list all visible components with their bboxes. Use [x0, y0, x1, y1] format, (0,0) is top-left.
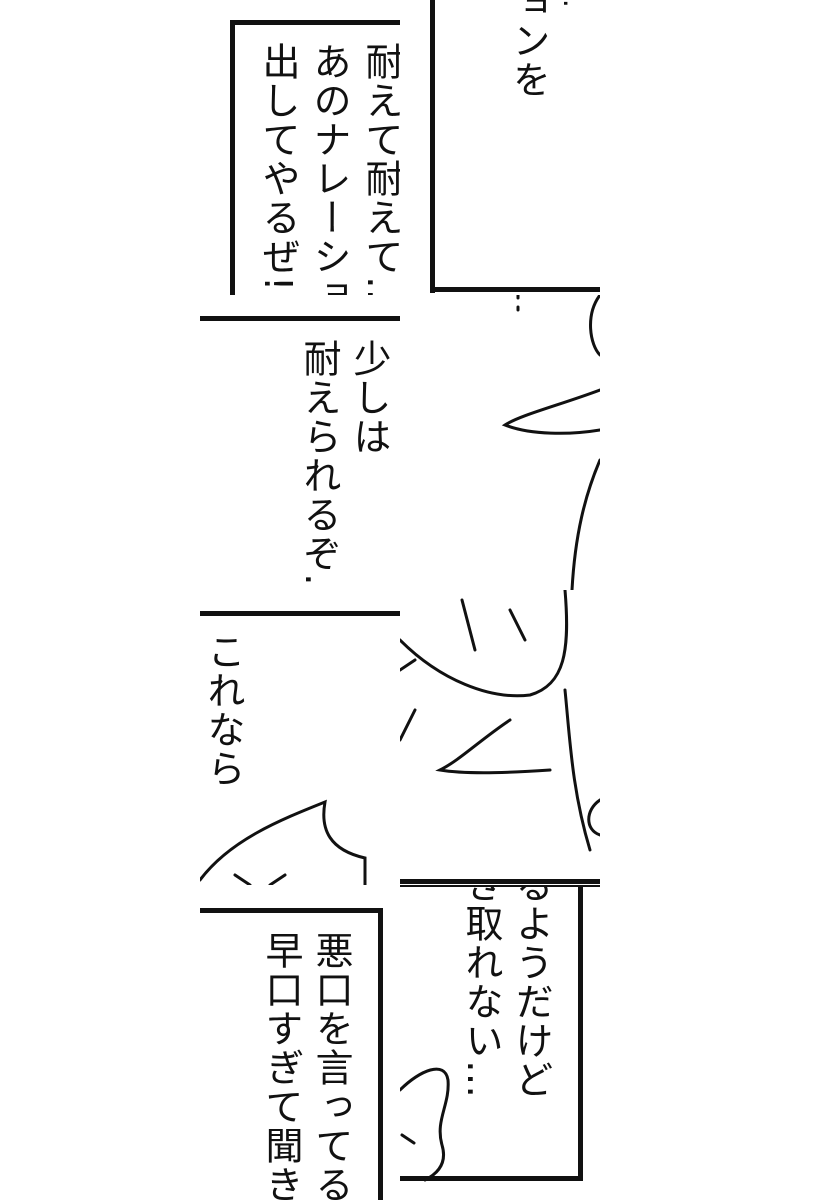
- narration-text: 耐えて耐えて…: [359, 42, 400, 295]
- panel-tile-r2-right: [400, 295, 600, 590]
- panel-border: [400, 885, 600, 887]
- panel-border: [200, 316, 400, 321]
- character-line-art: [501, 295, 600, 590]
- panel-tile-r3-right: [400, 590, 600, 885]
- character-line-art: [200, 799, 367, 885]
- panel-tile-r3-left: これなら: [200, 590, 400, 885]
- panel-border: [200, 611, 400, 616]
- character-line-art: [400, 1067, 450, 1182]
- narration-text: 耐えられるぞ…: [297, 339, 341, 590]
- narration-text: あのナレーショ: [307, 42, 351, 295]
- narration-text: 少しは: [347, 339, 391, 456]
- panel-border: [200, 908, 383, 913]
- narration-text: るようだけど: [509, 885, 553, 1099]
- panel-border: [400, 879, 600, 884]
- panel-border: [430, 0, 435, 293]
- narration-text: これなら: [201, 632, 245, 788]
- panel-tile-r2-left: 少しは 耐えられるぞ…: [200, 295, 400, 590]
- character-line-art: [400, 590, 600, 852]
- panel-border: [430, 287, 600, 292]
- panel-border: [232, 20, 400, 25]
- narration-text: ョンを: [506, 0, 550, 99]
- narration-text: 早口すぎて聞き: [259, 931, 303, 1200]
- narration-text: き取れない…: [459, 885, 503, 1099]
- panel-tile-r1-left: 耐えて耐えて… あのナレーショ 出してやるぜ!: [200, 0, 400, 295]
- panel-border: [578, 885, 583, 1181]
- narration-text: 出してやるぜ!: [256, 42, 300, 293]
- panel-border: [400, 1176, 583, 1181]
- panel-tile-r4-left: 悪口を言ってる 早口すぎて聞き: [200, 885, 400, 1200]
- narration-text: 悪口を言ってる: [309, 931, 353, 1200]
- panel-border: [230, 20, 235, 295]
- panel-tile-r1-right: ョンを … !: [400, 0, 600, 295]
- panel-tile-r4-right: るようだけど き取れない…: [400, 885, 600, 1200]
- panel-border: [378, 908, 383, 1200]
- ellipsis: …: [550, 0, 596, 9]
